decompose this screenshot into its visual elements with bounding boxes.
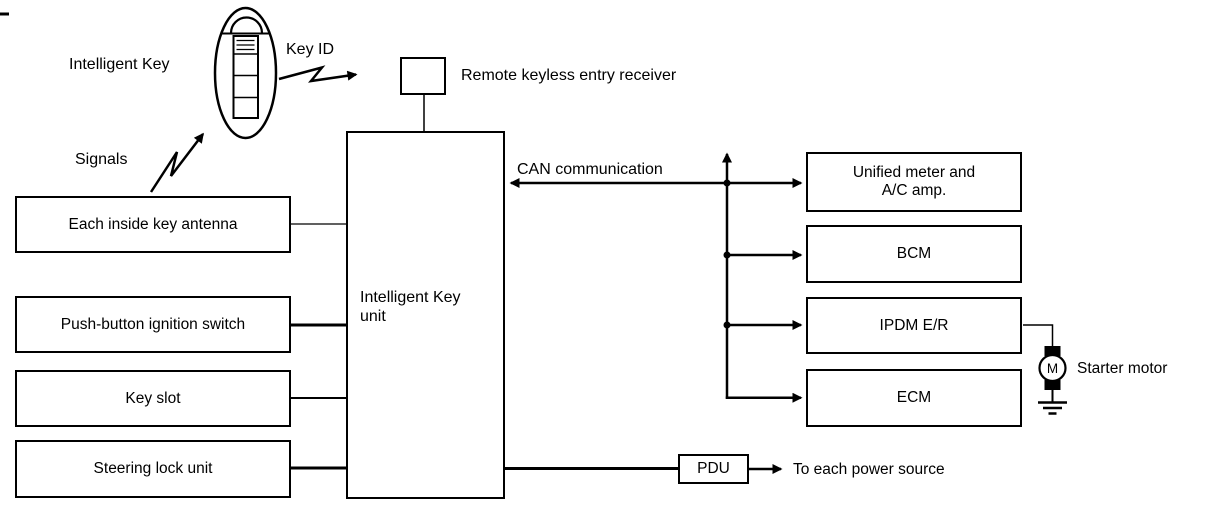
signals-arrow bbox=[149, 132, 204, 193]
bus-junction-dot bbox=[723, 179, 731, 187]
intelligent-key-unit-box: Intelligent Key unit bbox=[346, 131, 505, 499]
remote-keyless-entry-receiver-box bbox=[400, 57, 446, 95]
ecm-box: ECM bbox=[806, 369, 1022, 427]
ipdm-er-box: IPDM E/R bbox=[806, 297, 1022, 354]
unified-meter-ac-amp-box: Unified meter and A/C amp. bbox=[806, 152, 1022, 212]
to-each-power-source-label: To each power source bbox=[793, 461, 945, 478]
push-button-ignition-switch-label: Push-button ignition switch bbox=[60, 315, 246, 333]
bcm-label: BCM bbox=[896, 245, 932, 263]
bcm-box: BCM bbox=[806, 225, 1022, 283]
signals-label: Signals bbox=[75, 151, 128, 168]
bus-junction-dot bbox=[723, 321, 731, 329]
intelligent-key-label: Intelligent Key bbox=[69, 56, 170, 73]
key-id-signal-arrow bbox=[278, 65, 358, 83]
unified-meter-ac-amp-label: Unified meter and A/C amp. bbox=[852, 164, 976, 199]
pdu-box: PDU bbox=[678, 454, 749, 484]
ground-icon bbox=[1038, 401, 1067, 415]
each-inside-key-antenna-box: Each inside key antenna bbox=[15, 196, 291, 253]
steering-lock-unit-box: Steering lock unit bbox=[15, 440, 291, 498]
motor-m-symbol: M bbox=[1046, 361, 1059, 376]
each-inside-key-antenna-label: Each inside key antenna bbox=[68, 215, 238, 233]
starter-motor-label: Starter motor bbox=[1077, 360, 1168, 377]
key-slot-box: Key slot bbox=[15, 370, 291, 427]
push-button-ignition-switch-box: Push-button ignition switch bbox=[15, 296, 291, 353]
key-slot-label: Key slot bbox=[125, 389, 181, 407]
intelligent-key-fob-icon bbox=[213, 6, 278, 140]
can-communication-label: CAN communication bbox=[517, 161, 663, 178]
ecm-label: ECM bbox=[896, 389, 932, 407]
ipdm-to-motor-wire bbox=[1023, 324, 1054, 347]
remote-keyless-entry-receiver-label: Remote keyless entry receiver bbox=[461, 67, 677, 84]
ipdm-er-label: IPDM E/R bbox=[879, 316, 949, 334]
key-id-label: Key ID bbox=[286, 41, 335, 58]
intelligent-key-unit-label: Intelligent Key unit bbox=[360, 289, 461, 326]
pdu-label: PDU bbox=[697, 460, 730, 478]
steering-lock-unit-label: Steering lock unit bbox=[93, 460, 213, 478]
bus-junction-dot bbox=[723, 251, 731, 259]
starter-motor-icon bbox=[1038, 346, 1067, 402]
